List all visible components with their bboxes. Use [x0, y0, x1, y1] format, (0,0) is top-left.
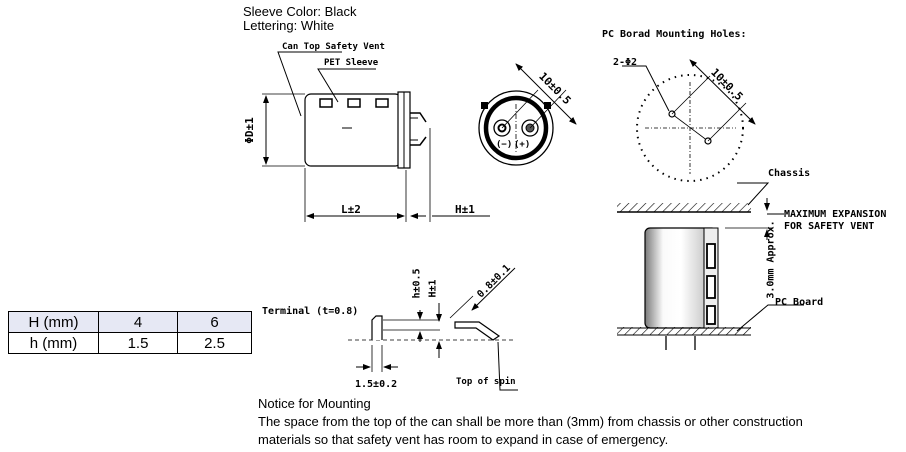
pet-sleeve-label: PET Sleeve: [324, 58, 379, 68]
mounting-view: [617, 182, 804, 350]
table-cell: h (mm): [8, 332, 99, 354]
safety-vent-label: Can Top Safety Vent: [282, 42, 385, 52]
lettering-text: Lettering: White: [243, 18, 335, 33]
pcb-holes-view: [622, 59, 756, 182]
length-label: L±2: [341, 203, 361, 216]
table-row: H (mm) 4 6: [8, 311, 252, 333]
notice-line2: materials so that safety vent has room t…: [258, 432, 669, 447]
table-cell: 1.5: [98, 332, 178, 354]
terminal-detail: [348, 267, 518, 391]
mounting-notice: Notice for Mounting The space from the t…: [258, 395, 803, 449]
top-of-spin-label: Top of spin: [456, 377, 516, 387]
sleeve-color-text: Sleeve Color: Black: [243, 4, 357, 19]
capacitor-side-view: [262, 51, 490, 222]
spacing-label: 1.5±0.2: [355, 379, 398, 390]
terminal-title: Terminal (t=0.8): [262, 306, 359, 317]
h-small-label: h±0.5: [411, 268, 423, 299]
pcb-holes-title: PC Borad Mounting Holes:: [602, 29, 747, 40]
table-row: h (mm) 1.5 2.5: [8, 332, 252, 354]
diameter-label: ΦD±1: [242, 117, 256, 144]
capacitor-top-view: [478, 63, 577, 166]
table-cell: 6: [177, 311, 252, 333]
chassis-label: Chassis: [768, 168, 811, 179]
h-dimension-table: H (mm) 4 6 h (mm) 1.5 2.5: [8, 311, 252, 354]
table-cell: 4: [98, 311, 178, 333]
negative-terminal-label: (−): [496, 140, 513, 150]
notice-title: Notice for Mounting: [258, 396, 371, 411]
expansion-label-line2: FOR SAFETY VENT: [784, 221, 875, 232]
expansion-label-line1: MAXIMUM EXPANSION: [784, 209, 887, 220]
gap-label: 3.0mm Approx.: [765, 220, 777, 299]
h-big-label: H±1: [427, 279, 439, 298]
notice-line1: The space from the top of the can shall …: [258, 414, 803, 429]
holes-diameter-label: 2-Φ2: [613, 57, 638, 68]
positive-terminal-label: (+): [514, 140, 531, 150]
h-dimension-label: H±1: [455, 203, 475, 216]
table-cell: H (mm): [8, 311, 99, 333]
table-cell: 2.5: [177, 332, 252, 354]
pc-board-label: PC Board: [775, 297, 824, 308]
